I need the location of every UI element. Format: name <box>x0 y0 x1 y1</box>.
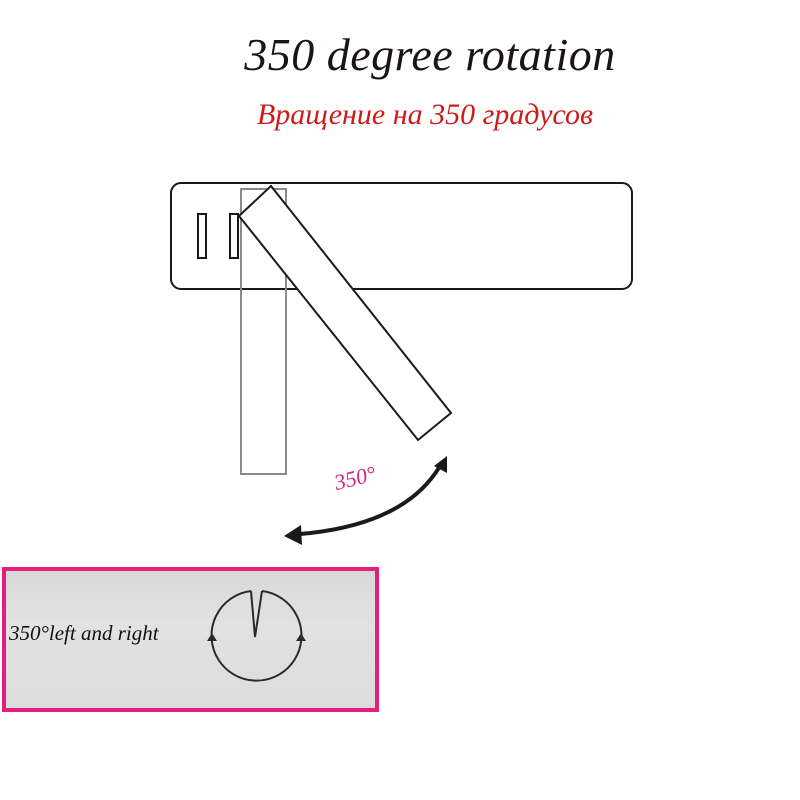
arm-rotated-position <box>237 184 453 442</box>
rotation-circle-arc <box>210 590 303 682</box>
circle-arrowhead-left <box>207 633 217 641</box>
inset-label: 350°left and right <box>9 621 159 645</box>
inset-rotation-panel: 350°left and right <box>2 567 379 712</box>
page-subtitle: Вращение на 350 градусов <box>256 98 593 131</box>
rotation-pointer <box>250 590 263 638</box>
arm-original-position <box>240 188 287 475</box>
switch-slot-right <box>229 213 239 259</box>
rotation-arrowhead-left <box>284 525 302 545</box>
page-title: 350 degree rotation <box>244 29 616 80</box>
rotation-arrow-curve <box>298 464 442 536</box>
rotation-circle-icon <box>207 590 306 682</box>
switch-slot-left <box>197 213 207 259</box>
circle-arrowhead-right <box>296 633 306 641</box>
rotation-arrowhead-right <box>434 456 447 473</box>
